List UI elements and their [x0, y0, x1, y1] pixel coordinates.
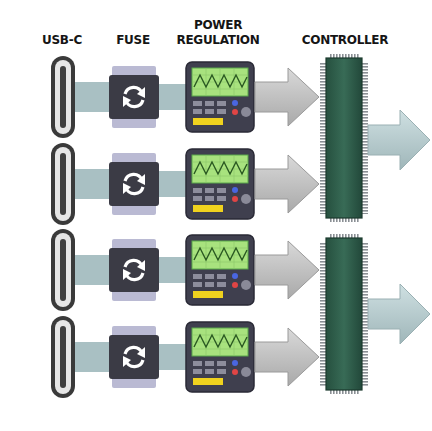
column-header: USB-C	[27, 33, 97, 48]
output-arrow	[368, 284, 430, 344]
controller-chip	[320, 234, 368, 394]
channel-row	[51, 56, 319, 138]
channel-row	[51, 143, 319, 225]
channel-row	[51, 229, 319, 311]
column-header: POWER REGULATION	[172, 18, 264, 48]
column-header: FUSE	[103, 33, 163, 48]
channel-row	[51, 316, 319, 398]
controller-chip	[320, 54, 368, 222]
output-arrow	[368, 110, 430, 170]
column-header: CONTROLLER	[290, 33, 400, 48]
